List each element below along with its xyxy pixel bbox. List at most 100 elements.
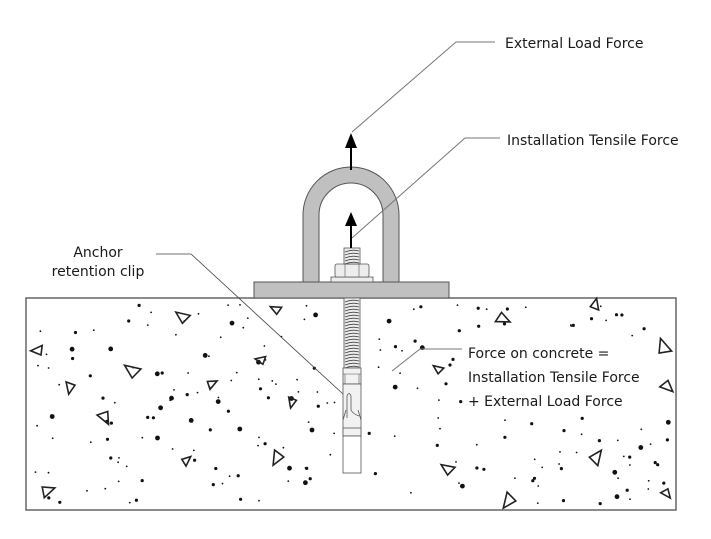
aggregate-dot	[419, 305, 423, 309]
aggregate-dot	[503, 435, 507, 439]
aggregate-dot	[246, 317, 249, 319]
aggregate-dot	[476, 306, 480, 310]
aggregate-dot	[169, 399, 172, 402]
aggregate-dot	[628, 455, 632, 459]
thread-line	[344, 261, 360, 265]
threads-bottom	[344, 299, 360, 369]
aggregate-triangle	[253, 355, 267, 366]
aggregate-dot	[475, 443, 478, 446]
aggregate-dot	[158, 405, 164, 411]
aggregate-dot	[439, 427, 441, 430]
aggregate-dot	[629, 464, 631, 466]
aggregate-dot	[412, 308, 415, 311]
aggregate-dot	[665, 438, 670, 442]
aggregate-dot	[229, 320, 235, 326]
aggregate-dot	[228, 475, 231, 478]
thread-line	[344, 365, 360, 369]
aggregate-dot	[215, 399, 221, 404]
thread-line	[344, 356, 360, 360]
thread-line	[344, 332, 360, 336]
aggregate-dot	[187, 372, 190, 374]
thread-line	[344, 305, 360, 309]
aggregate-dot	[413, 339, 417, 343]
thread-line	[344, 335, 360, 339]
aggregate-dot	[140, 479, 144, 483]
aggregate-dot	[558, 463, 560, 465]
thread-line	[344, 326, 360, 330]
aggregate-dot	[109, 456, 113, 460]
thread-line	[344, 353, 360, 357]
aggregate-dot	[45, 353, 48, 356]
aggregate-triangle	[659, 487, 672, 500]
thread-line	[344, 362, 360, 366]
aggregate-dot	[236, 474, 240, 478]
aggregate-dot	[34, 471, 37, 473]
aggregate-dot	[631, 334, 634, 337]
aggregate-dot	[622, 455, 625, 458]
aggregate-dot	[329, 453, 332, 456]
aggregate-dot	[118, 457, 120, 459]
aggregate-dot	[455, 461, 457, 463]
thread-line	[344, 302, 360, 306]
label-anchor-retention-clip: Anchor retention clip	[48, 244, 148, 282]
aggregate-dot	[217, 396, 220, 399]
aggregate-dot	[638, 445, 644, 450]
aggregate-dot	[263, 442, 267, 446]
label-force-on-concrete: Force on concrete = Installation Tensile…	[468, 342, 640, 414]
aggregate-dot	[599, 305, 602, 308]
aggregate-dot	[505, 307, 509, 311]
aggregate-dot	[531, 479, 535, 483]
aggregate-dot	[127, 319, 131, 323]
aggregate-dot	[562, 429, 566, 433]
thread-line	[344, 350, 360, 354]
aggregate-dot	[589, 317, 594, 321]
aggregate-triangle	[431, 364, 446, 376]
aggregate-dot	[444, 382, 448, 386]
label-external-load-force: External Load Force	[505, 36, 644, 52]
aggregate-triangle	[174, 310, 192, 325]
aggregate-dot	[105, 437, 110, 441]
aggregate-dot	[316, 404, 320, 408]
aggregate-triangle	[65, 380, 77, 397]
aggregate-dot	[282, 446, 285, 449]
aggregate-dot	[559, 467, 564, 471]
aggregate-dot	[71, 356, 75, 361]
aggregate-dot	[561, 499, 566, 503]
aggregate-dot	[392, 384, 398, 390]
aggregate-dot	[485, 308, 488, 311]
aggregate-dot	[104, 487, 107, 490]
aggregate-dot	[297, 391, 300, 393]
aggregate-dot	[303, 318, 306, 321]
aggregate-dot	[155, 435, 160, 441]
leader-external-load	[351, 41, 495, 133]
aggregate-dot	[141, 436, 144, 439]
thread-line	[344, 299, 360, 303]
aggregate-dot	[457, 329, 461, 333]
aggregate-dot	[188, 418, 194, 423]
thread-line	[344, 314, 360, 318]
retention-clip	[342, 393, 362, 421]
aggregate-dot	[416, 387, 419, 390]
aggregate-dot	[39, 330, 42, 333]
sleeve-band	[342, 427, 362, 437]
aggregate-dot	[373, 472, 377, 476]
aggregate-dot	[532, 476, 537, 480]
aggregate-dot	[113, 401, 116, 404]
aggregate-triangle	[95, 410, 110, 427]
aggregate-dot	[49, 414, 55, 419]
aggregate-dot	[69, 346, 75, 352]
aggregate-dot	[151, 416, 155, 420]
label-force-line2: Installation Tensile Force	[468, 370, 640, 386]
aggregate-dot	[47, 471, 50, 474]
aggregate-dot	[309, 427, 315, 433]
aggregate-dot	[541, 466, 544, 469]
aggregate-dot	[533, 458, 536, 461]
aggregate-dot	[219, 336, 222, 339]
leader-anchor-clip	[156, 253, 344, 395]
aggregate-dot	[570, 325, 573, 327]
aggregate-triangle	[589, 296, 600, 312]
thread-line	[344, 341, 360, 345]
aggregate-dot	[36, 424, 38, 427]
thread-line	[344, 320, 360, 324]
aggregate-dot	[51, 437, 54, 440]
